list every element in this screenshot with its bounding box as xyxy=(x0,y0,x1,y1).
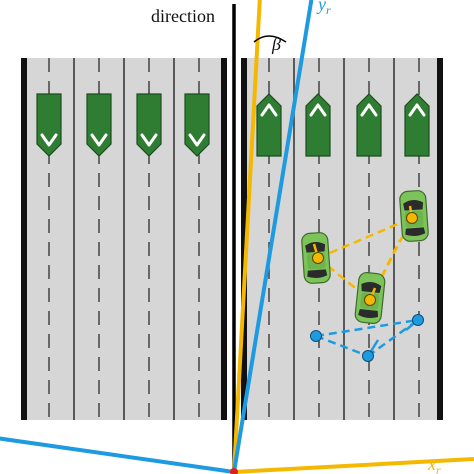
sign-body xyxy=(404,93,430,157)
direction-sign-up xyxy=(404,93,430,157)
right-direction-signs xyxy=(256,93,430,157)
angle-arc xyxy=(253,35,287,43)
trajectory-node xyxy=(412,314,424,326)
x-r-axis-label: xr xyxy=(427,454,441,474)
blue-horizontal-axis xyxy=(0,436,235,474)
direction-sign-down xyxy=(86,93,112,157)
sign-body xyxy=(305,93,331,157)
x-r-main: x xyxy=(427,454,436,474)
trajectory-edge xyxy=(367,318,419,358)
direction-sign-up xyxy=(305,93,331,157)
chevron-up-icon xyxy=(309,103,327,117)
car-windshield xyxy=(361,282,382,293)
direction-sign-up xyxy=(356,93,382,157)
direction-sign-down xyxy=(36,93,62,157)
trajectory-graph xyxy=(310,314,424,362)
trajectory-edge xyxy=(315,318,419,338)
x-r-axis xyxy=(233,457,474,474)
trajectory-node xyxy=(310,330,322,342)
yellow-axis xyxy=(232,0,262,473)
y-r-axis-label: yr xyxy=(316,0,331,17)
angle-label: β xyxy=(271,34,281,54)
graph-edge xyxy=(368,239,402,301)
trajectory-node xyxy=(362,350,374,362)
car-rear-window xyxy=(307,269,328,279)
sign-body xyxy=(86,93,112,157)
sign-body xyxy=(184,93,210,157)
vehicle-node xyxy=(312,252,324,264)
sign-body xyxy=(256,93,282,157)
y-r-subscript: r xyxy=(326,3,331,17)
chevron-down-icon xyxy=(90,133,108,147)
direction-sign-down xyxy=(136,93,162,157)
sign-body xyxy=(36,93,62,157)
car-rear-window xyxy=(358,308,379,319)
chevron-down-icon xyxy=(40,133,58,147)
y-r-axis xyxy=(232,0,314,473)
chevron-up-icon xyxy=(260,103,278,117)
sign-body xyxy=(136,93,162,157)
chevron-down-icon xyxy=(188,133,206,147)
direction-label: direction xyxy=(151,6,215,26)
left-direction-signs xyxy=(36,93,210,157)
trajectory-edge xyxy=(315,334,369,358)
vehicle-node xyxy=(364,294,376,306)
origin-point xyxy=(230,468,238,474)
y-r-main: y xyxy=(316,0,326,14)
chevron-down-icon xyxy=(140,133,158,147)
chevron-up-icon xyxy=(360,103,378,117)
chevron-up-icon xyxy=(408,103,426,117)
car-rear-window xyxy=(405,227,426,237)
direction-sign-down xyxy=(184,93,210,157)
vehicle-node xyxy=(406,212,418,224)
sign-body xyxy=(356,93,382,157)
left-lane-lines xyxy=(48,58,200,420)
direction-sign-up xyxy=(256,93,282,157)
graph-edge xyxy=(317,216,413,260)
car-windshield xyxy=(403,200,424,211)
vehicle-nodes xyxy=(312,205,418,306)
x-r-subscript: r xyxy=(436,463,441,474)
